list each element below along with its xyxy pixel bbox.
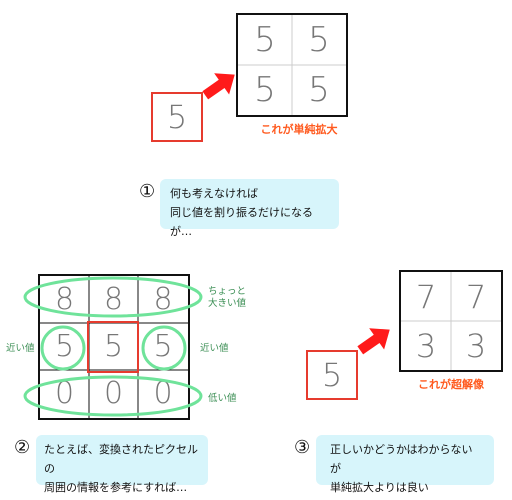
grid-cell: 5: [54, 328, 75, 364]
grid-cell: 5: [153, 328, 173, 364]
grid-cell: 5: [308, 70, 330, 110]
source-pixel: 5: [306, 350, 358, 400]
speech-bubble-1: 何も考えなければ 同じ値を割り振るだけになるが…: [160, 179, 339, 238]
step-number-3: ③: [294, 437, 311, 458]
grid-cell: 0: [103, 376, 124, 411]
grid-cell: 5: [254, 70, 276, 110]
label-near-right: 近い値: [200, 343, 229, 354]
bubble-line: 何も考えなければ: [170, 187, 258, 200]
speech-bubble-2: たとえば、変換されたピクセルの 周囲の情報を参考にすれば…: [36, 435, 208, 494]
caption-super-resolution: これが超解像: [418, 378, 484, 391]
speech-bubble-3: 正しいかどうかはわからないが 単純拡大よりは良い: [316, 435, 494, 494]
label-low: 低い値: [208, 393, 237, 404]
step-number-1: ①: [139, 181, 156, 202]
source-pixel-digit: 5: [166, 98, 188, 136]
grid-cell: 0: [153, 376, 173, 411]
grid-cell: 8: [103, 281, 124, 317]
label-line: ちょっと: [208, 286, 247, 297]
grid-cell: 3: [415, 326, 437, 365]
step-number-2: ②: [14, 437, 31, 458]
grid-cell: 8: [54, 281, 75, 317]
grid-lines: [401, 272, 501, 370]
simple-upscale-grid: 5 5 5 5: [236, 13, 348, 117]
caption-simple-upscale: これが単純拡大: [260, 123, 338, 136]
grid-cell: 8: [153, 281, 173, 317]
bubble-line: 周囲の情報を参考にすれば…: [44, 481, 188, 494]
neighborhood-grid: 8 8 8 5 5 5 0 0 0: [38, 274, 190, 420]
red-arrow-icon: [357, 328, 390, 355]
grid-lines: [238, 15, 346, 115]
grid-cell: 7: [415, 277, 437, 316]
grid-cell: 5: [308, 20, 330, 60]
grid-cell: 5: [254, 20, 276, 60]
bubble-line: 単純拡大よりは良い: [330, 481, 429, 494]
grid-cell: 5: [103, 328, 124, 364]
bubble-line: 同じ値を割り振るだけになるが…: [170, 206, 313, 238]
grid-cell: 7: [465, 277, 487, 316]
grid-cell: 3: [465, 326, 487, 365]
label-slightly-larger: ちょっと 大きい値: [208, 286, 246, 310]
source-pixel-digit: 5: [321, 356, 343, 394]
label-near-left: 近い値: [6, 343, 35, 354]
source-pixel: 5: [151, 92, 203, 142]
grid-cell: 0: [54, 376, 75, 411]
bubble-line: たとえば、変換されたピクセルの: [44, 443, 198, 475]
super-resolution-grid: 7 7 3 3: [399, 270, 503, 372]
label-line: 大きい値: [208, 298, 247, 309]
bubble-line: 正しいかどうかはわからないが: [330, 443, 473, 475]
